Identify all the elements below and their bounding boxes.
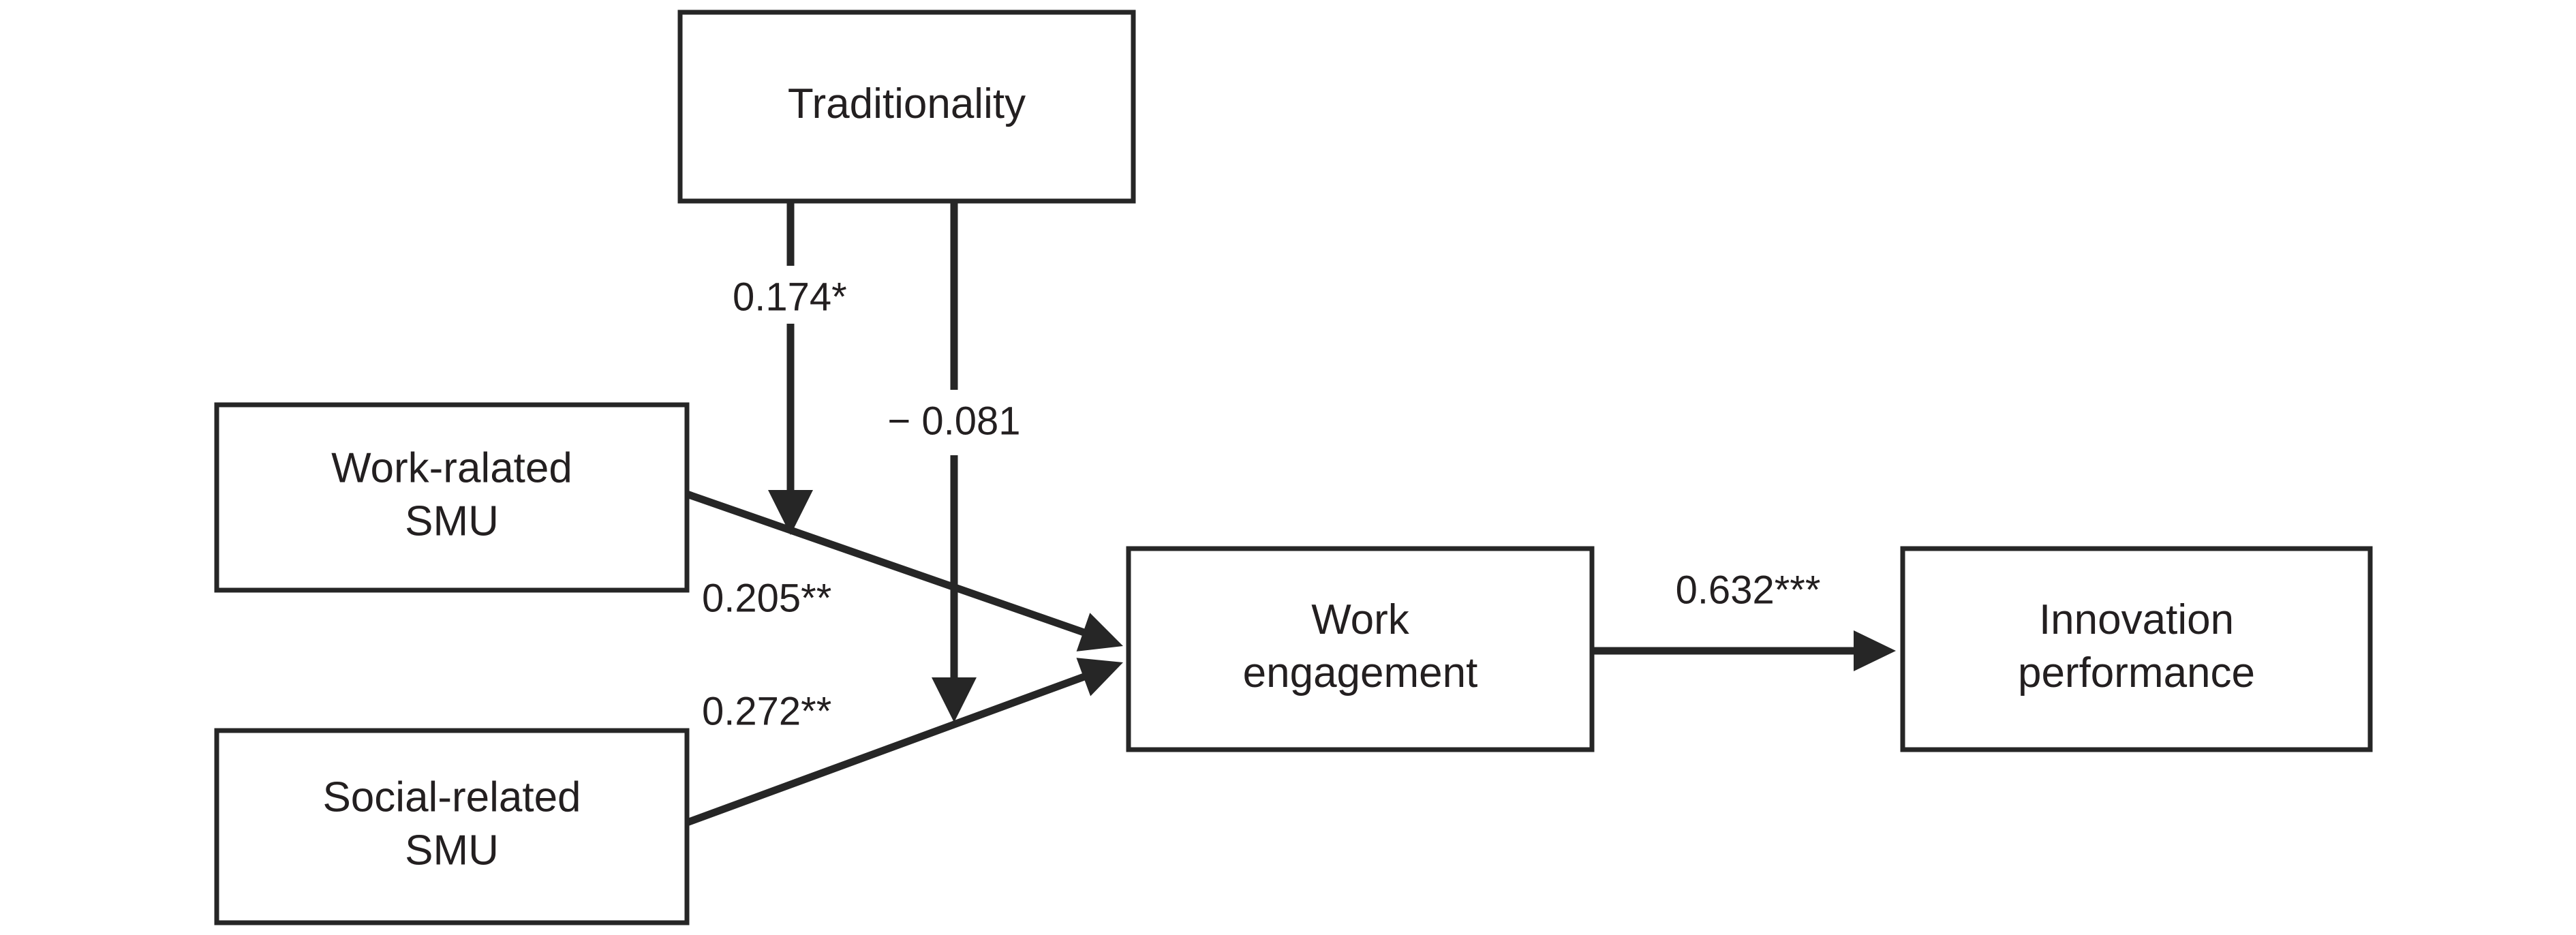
node-label-work-engagement: Work xyxy=(1311,596,1410,643)
path-social-smu-to-engagement xyxy=(686,658,1123,827)
nodes-layer: TraditionalityWork-ralatedSMUSocial-rela… xyxy=(214,10,2373,925)
node-label-work-related-smu: Work-ralated xyxy=(331,444,572,491)
arrow-head-traditionality-on-work-smu-path xyxy=(768,490,813,535)
node-box-traditionality[interactable] xyxy=(677,10,1136,204)
node-box-work-related-smu[interactable] xyxy=(214,402,690,593)
path-line-social-smu-to-engagement xyxy=(686,671,1090,827)
arrow-head-engagement-to-innovation xyxy=(1854,630,1896,671)
arrow-head-social-smu-to-engagement xyxy=(1076,658,1123,696)
node-label-traditionality: Traditionality xyxy=(788,80,1026,127)
node-innovation-performance[interactable]: Innovation performance xyxy=(1900,546,2373,752)
coefficient-labels-layer: 0.205** 0.272** 0.632*** 0.174* − 0.081 xyxy=(702,275,1820,733)
node-label-social-related-smu: Social-related xyxy=(322,773,581,821)
node-label-social-related-smu: SMU xyxy=(405,827,499,874)
coefficient-label-social-smu-to-engagement: 0.272** xyxy=(702,689,831,733)
node-box-social-related-smu[interactable] xyxy=(214,728,690,925)
moderation-traditionality-on-work-smu-path xyxy=(768,201,813,535)
node-box-work-engagement[interactable] xyxy=(1126,546,1595,752)
node-label-innovation-performance: performance xyxy=(2018,649,2255,696)
node-box-innovation-performance[interactable] xyxy=(1900,546,2373,752)
path-engagement-to-innovation xyxy=(1592,630,1896,671)
coefficient-label-traditionality-on-social-smu-path: − 0.081 xyxy=(887,399,1020,443)
node-label-work-engagement: engagement xyxy=(1243,649,1478,696)
coefficient-label-traditionality-on-work-smu-path: 0.174* xyxy=(733,275,847,319)
path-work-smu-to-engagement xyxy=(686,490,1123,652)
arrow-head-traditionality-on-social-smu-path xyxy=(932,677,977,722)
arrow-head-work-smu-to-engagement xyxy=(1076,613,1123,652)
node-traditionality[interactable]: Traditionality xyxy=(677,10,1136,204)
paths-layer xyxy=(686,490,1896,827)
path-line-work-smu-to-engagement xyxy=(686,490,1090,638)
node-label-work-related-smu: SMU xyxy=(405,497,499,545)
node-label-innovation-performance: Innovation xyxy=(2039,596,2234,643)
coefficient-label-engagement-to-innovation: 0.632*** xyxy=(1676,568,1821,612)
coefficient-label-work-smu-to-engagement: 0.205** xyxy=(702,576,831,620)
node-work-engagement[interactable]: Work engagement xyxy=(1126,546,1595,752)
moderation-traditionality-on-social-smu-path xyxy=(932,201,977,722)
moderations-layer xyxy=(768,201,977,722)
